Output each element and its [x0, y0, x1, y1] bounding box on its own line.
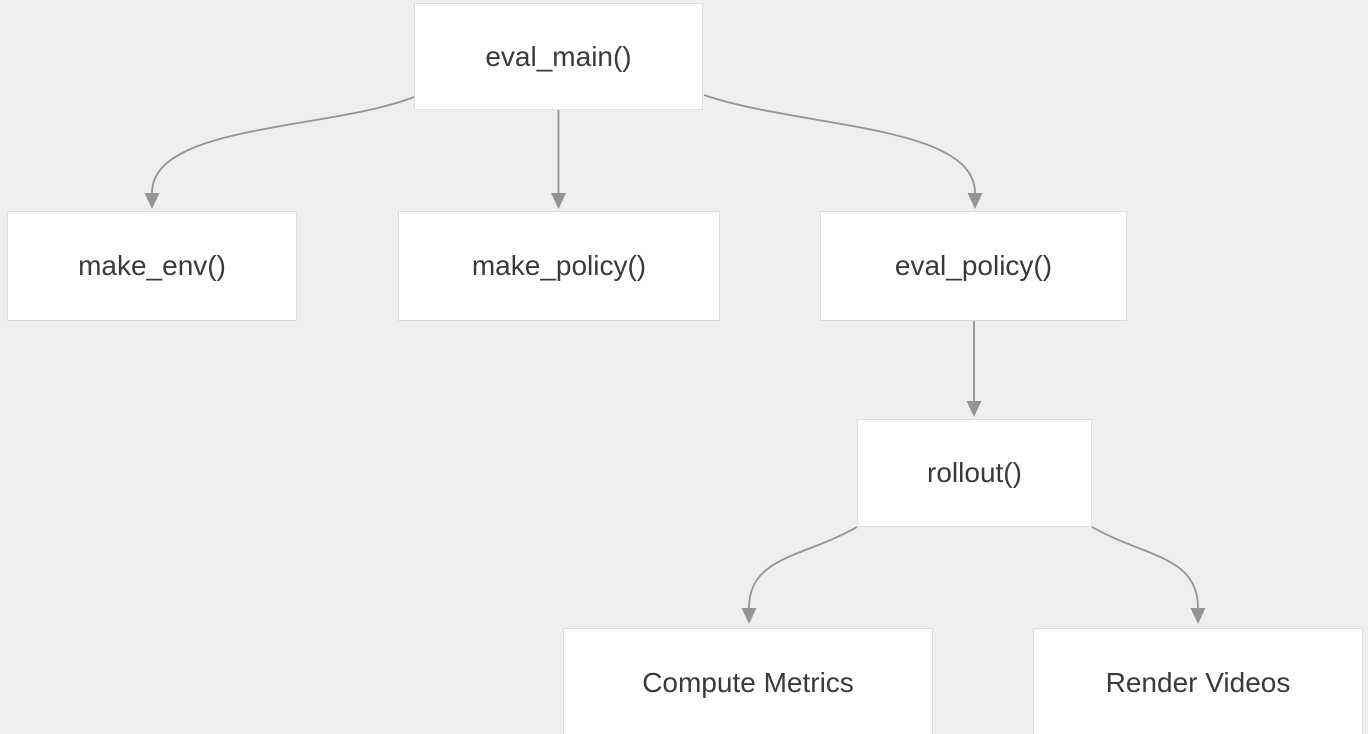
node-make-env-label: make_env(): [78, 250, 226, 282]
node-rollout: rollout(): [857, 419, 1092, 527]
node-eval-policy-label: eval_policy(): [894, 250, 1053, 282]
edge-eval-main-to-make-env: [144, 96, 415, 209]
node-render-videos-label: Render Videos: [1105, 667, 1291, 699]
node-make-env: make_env(): [7, 211, 297, 321]
edge-rollout-to-render-videos: [1091, 526, 1206, 624]
node-eval-policy: eval_policy(): [820, 211, 1127, 321]
node-eval-main-label: eval_main(): [485, 40, 632, 72]
node-rollout-label: rollout(): [927, 457, 1022, 489]
node-render-videos: Render Videos: [1033, 628, 1363, 734]
edge-eval-main-to-eval-policy: [703, 94, 983, 209]
node-compute-metrics-label: Compute Metrics: [642, 667, 854, 699]
node-eval-main: eval_main(): [414, 3, 703, 110]
node-make-policy-label: make_policy(): [471, 250, 647, 282]
node-make-policy: make_policy(): [398, 211, 720, 321]
edge-rollout-to-compute-metrics: [741, 526, 858, 624]
node-compute-metrics: Compute Metrics: [563, 628, 933, 734]
